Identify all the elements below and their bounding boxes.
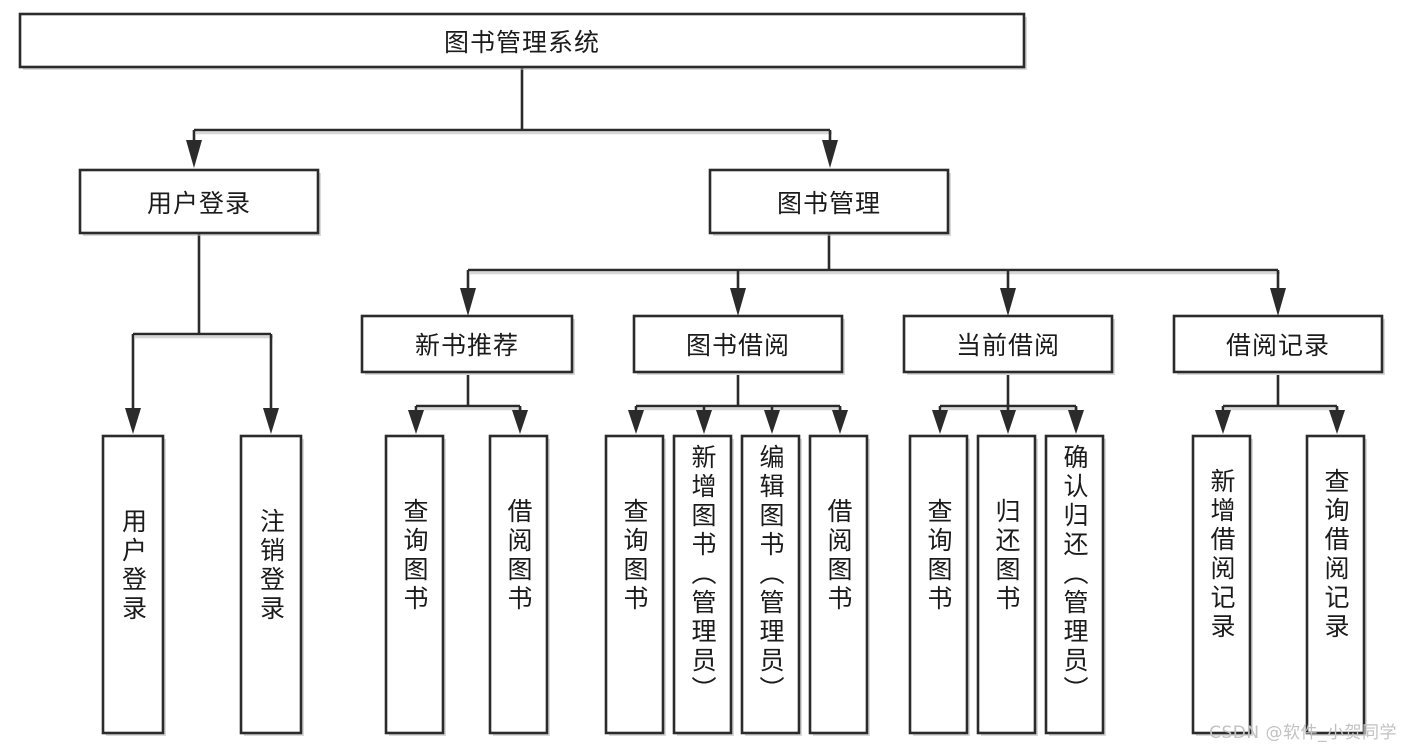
leaf-book-borrow-2-box[interactable] — [740, 434, 801, 735]
arrow-borrow-record-leaf-1 — [1329, 410, 1345, 434]
arrow-borrow-record-leaf-0 — [1215, 410, 1231, 434]
arrow-to-book-borrow — [730, 288, 746, 316]
node-new-book-box[interactable] — [360, 314, 574, 374]
node-layer — [18, 12, 1385, 736]
leaf-user-login-0-box[interactable] — [101, 434, 165, 735]
arrow-current-borrow-leaf-2 — [1068, 410, 1084, 434]
leaf-book-borrow-3-box[interactable] — [808, 434, 869, 735]
arrow-current-borrow-leaf-0 — [932, 410, 948, 434]
connector-layer — [125, 67, 1345, 434]
node-current-borrow-box[interactable] — [902, 314, 1114, 374]
leaf-book-borrow-1-box[interactable] — [672, 434, 733, 735]
leaf-borrow-record-1-box[interactable] — [1305, 434, 1366, 735]
node-user-login-box[interactable] — [78, 168, 320, 235]
arrow-new-book-leaf-1 — [512, 410, 528, 434]
arrow-new-book-leaf-0 — [408, 410, 424, 434]
arrow-to-current-borrow — [1000, 288, 1016, 316]
leaf-current-borrow-2-box[interactable] — [1044, 434, 1105, 735]
arrow-user-login-leaf-1 — [263, 408, 279, 434]
arrow-book-borrow-leaf-1 — [696, 410, 712, 434]
arrow-book-borrow-leaf-2 — [764, 410, 780, 434]
arrow-to-new-book — [460, 288, 476, 316]
leaf-current-borrow-0-box[interactable] — [908, 434, 969, 735]
node-book-borrow-box[interactable] — [632, 314, 844, 374]
leaf-book-borrow-0-box[interactable] — [604, 434, 665, 735]
leaf-current-borrow-1-box[interactable] — [976, 434, 1037, 735]
leaf-new-book-1-box[interactable] — [488, 434, 549, 735]
watermark-text: CSDN @软件_小贺同学 — [1209, 723, 1397, 743]
arrow-book-borrow-leaf-3 — [832, 410, 848, 434]
leaf-new-book-0-box[interactable] — [384, 434, 445, 735]
node-book-mgmt-box[interactable] — [708, 168, 950, 235]
arrow-to-book-mgmt — [822, 140, 838, 168]
arrow-to-borrow-record — [1270, 288, 1286, 316]
leaf-user-login-1-box[interactable] — [239, 434, 303, 735]
node-root-box[interactable] — [18, 12, 1026, 69]
arrow-book-borrow-leaf-0 — [628, 410, 644, 434]
node-borrow-record-box[interactable] — [1172, 314, 1384, 374]
leaf-borrow-record-0-box[interactable] — [1191, 434, 1252, 735]
arrow-user-login-leaf-0 — [125, 408, 141, 434]
arrow-to-user-login — [186, 140, 202, 168]
arrow-current-borrow-leaf-1 — [1000, 410, 1016, 434]
